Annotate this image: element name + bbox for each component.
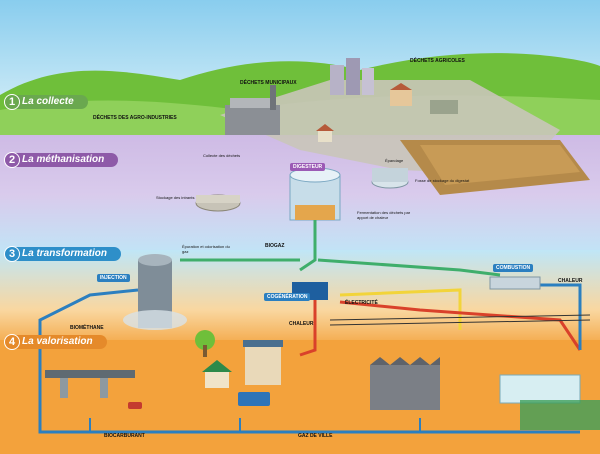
label-dechets-municipaux: DÉCHETS MUNICIPAUX xyxy=(240,80,297,86)
label-chaleur-top: CHALEUR xyxy=(558,278,583,284)
label-chaleur-mid: CHALEUR xyxy=(289,321,314,327)
stage-3-label: La transformation xyxy=(12,247,122,261)
label-epandage: Épandage xyxy=(385,158,404,163)
label-biogaz: BIOGAZ xyxy=(265,243,285,249)
label-dechets-agricoles: DÉCHETS AGRICOLES xyxy=(410,58,465,64)
label-gaz-de-ville: GAZ DE VILLE xyxy=(298,433,333,439)
stage-1-label: La collecte xyxy=(12,95,88,109)
label-injection: INJECTION xyxy=(97,274,130,282)
stage-3-number: 3 xyxy=(4,246,20,262)
stage-2-number: 2 xyxy=(4,152,20,168)
label-fermentation: Fermentation des déchets par apport de c… xyxy=(357,210,411,220)
label-fosse: Fosse de stockage du digestat xyxy=(415,178,470,183)
stage-4: 4 La valorisation xyxy=(0,334,107,350)
stage-2-label: La méthanisation xyxy=(12,153,119,167)
label-biocarburant: BIOCARBURANT xyxy=(104,433,145,439)
label-dechets-agro: DÉCHETS DES AGRO-INDUSTRIES xyxy=(93,115,177,121)
stage-4-number: 4 xyxy=(4,334,20,350)
label-collecte-dechets: Collecte des déchets xyxy=(203,153,241,158)
label-combustion: COMBUSTION xyxy=(493,264,534,272)
stage-1: 1 La collecte xyxy=(0,94,88,110)
label-cogeneration: COGÉNÉRATION xyxy=(264,293,311,301)
stage-3: 3 La transformation xyxy=(0,246,122,262)
label-stockage-intrants: Stockage des intrants xyxy=(156,195,195,200)
stage-1-number: 1 xyxy=(4,94,20,110)
label-epuration: Épuration et odorisation du gaz xyxy=(182,244,230,254)
label-electricite: ÉLECTRICITÉ xyxy=(345,300,378,306)
label-digesteur: DIGESTEUR xyxy=(290,163,326,171)
label-biomethane: BIOMÉTHANE xyxy=(70,325,104,331)
stage-4-label: La valorisation xyxy=(12,335,107,349)
stage-2: 2 La méthanisation xyxy=(0,152,119,168)
